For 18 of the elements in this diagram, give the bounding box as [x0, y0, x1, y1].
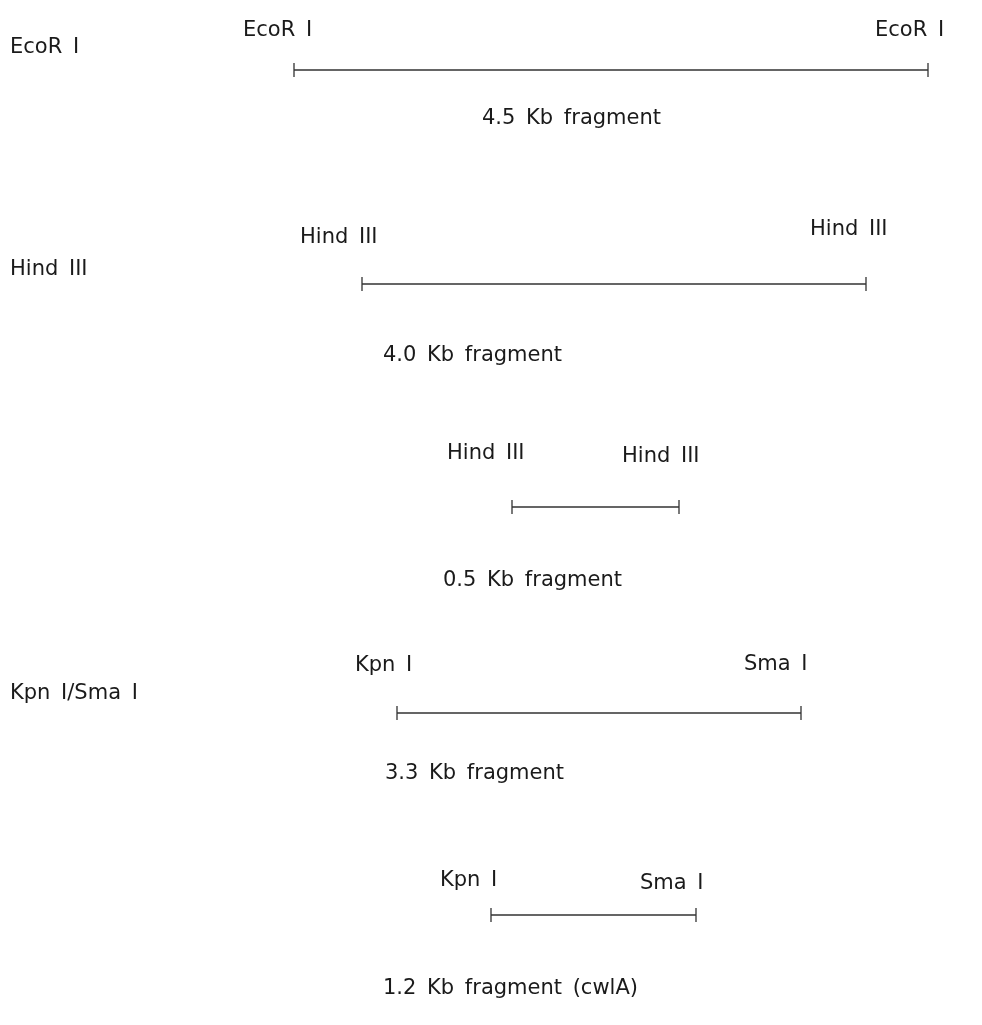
site-label: EcoR I [243, 17, 313, 43]
enzyme-label: Kpn I/Sma I [10, 680, 138, 706]
enzyme-label: Hind III [10, 256, 88, 282]
fragment-size-label: 4.0 Kb fragment [383, 342, 562, 368]
site-label: Kpn I [440, 867, 498, 893]
fragment-size-label: 3.3 Kb fragment [385, 760, 564, 786]
site-label: Hind III [810, 216, 888, 242]
site-label: Sma I [744, 651, 808, 677]
site-label: Sma I [640, 870, 704, 896]
site-label: Hind III [300, 224, 378, 250]
fragment-size-label: 4.5 Kb fragment [482, 105, 661, 131]
site-label: Hind III [622, 443, 700, 469]
fragment-size-label: 1.2 Kb fragment (cwlA) [383, 975, 638, 1001]
site-label: EcoR I [875, 17, 945, 43]
site-label: Kpn I [355, 652, 413, 678]
site-label: Hind III [447, 440, 525, 466]
enzyme-label: EcoR I [10, 34, 80, 60]
fragment-size-label: 0.5 Kb fragment [443, 567, 622, 593]
